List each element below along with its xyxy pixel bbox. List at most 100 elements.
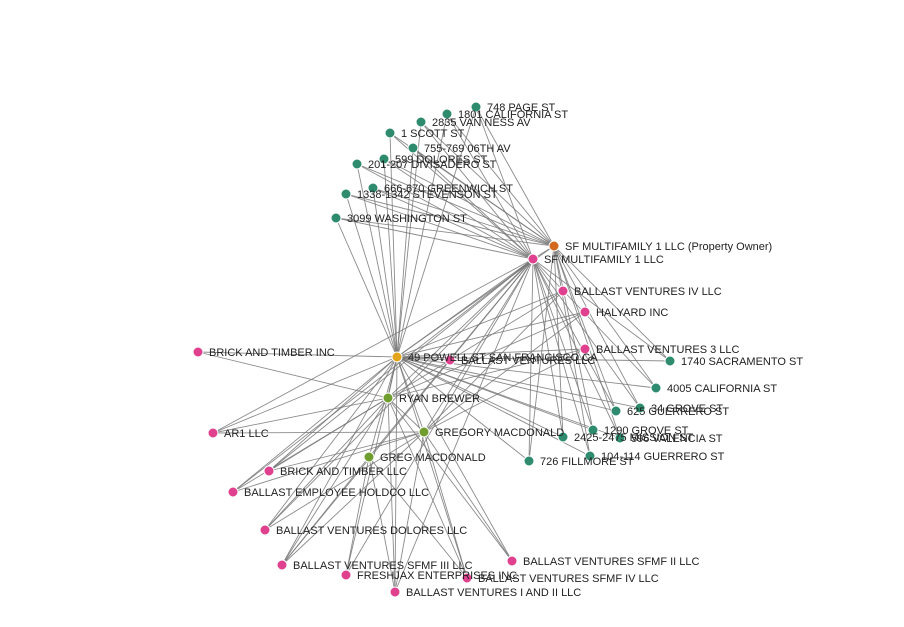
edge-hub-p755 [396, 147, 414, 358]
edge-sfm-p1290 [532, 258, 594, 431]
node-label-p596: 596 VALENCIA ST [631, 433, 723, 445]
edge-owner-p34 [553, 245, 641, 409]
node-p748[interactable] [470, 101, 482, 113]
edge-hub-p748 [396, 106, 477, 358]
edge-owner-p596 [553, 245, 621, 439]
edge-sfm-bvdol [264, 258, 534, 531]
node-label-gmac2: GREG MACDONALD [380, 452, 486, 464]
edge-owner-p3099 [335, 217, 555, 247]
edge-ryan-bv3 [387, 348, 586, 399]
node-bvmid[interactable] [444, 354, 456, 366]
node-p2425[interactable] [557, 431, 569, 443]
node-label-bvdol: BALLAST VENTURES DOLORES LLC [276, 525, 467, 537]
edge-owner-p4005 [553, 245, 657, 389]
node-p625[interactable] [610, 405, 622, 417]
edge-ryan-bvs3 [281, 397, 389, 566]
node-bv4[interactable] [557, 285, 569, 297]
edge-sfm-p1740 [532, 258, 671, 362]
edge-owner-p1290 [553, 245, 594, 431]
node-label-p755: 755-769 06TH AV [424, 143, 511, 155]
edge-sfm-p625 [532, 258, 617, 412]
edge-hub-p726 [396, 356, 530, 462]
edge-gmac2-fresh [345, 456, 370, 576]
edge-gmac1-btllc [268, 431, 425, 472]
node-label-bvmid: BALLAST VENTURES LLC [461, 355, 595, 367]
node-p3099[interactable] [330, 212, 342, 224]
node-bvs2[interactable] [506, 555, 518, 567]
edge-ryan-bt [197, 351, 389, 399]
edge-hub-p104 [396, 356, 591, 457]
node-p1290[interactable] [587, 424, 599, 436]
node-label-p1801: 1801 CALIFORNIA ST [458, 109, 568, 121]
node-label-p666: 666-670 GREENWICH ST [384, 183, 513, 195]
node-ar1[interactable] [207, 427, 219, 439]
node-sfm[interactable] [527, 253, 539, 265]
node-behold[interactable] [227, 486, 239, 498]
node-bvdol[interactable] [259, 524, 271, 536]
edge-hub-behold [232, 356, 398, 493]
node-bt[interactable] [192, 346, 204, 358]
node-owner[interactable] [548, 240, 560, 252]
node-label-sfm: SF MULTIFAMILY 1 LLC [544, 254, 664, 266]
edge-ryan-gmac1 [387, 397, 425, 433]
node-label-bv12: BALLAST VENTURES I AND II LLC [406, 587, 581, 599]
node-label-p34: 34 GROVE ST [651, 403, 723, 415]
node-label-p625: 625 GUERRERO ST [627, 406, 729, 418]
node-p34[interactable] [634, 402, 646, 414]
edge-hub-p201 [356, 163, 398, 358]
edge-ryan-bv4 [387, 290, 564, 399]
node-label-gmac1: GREGORY MACDONALD [435, 427, 564, 439]
node-p726[interactable] [523, 455, 535, 467]
edge-gmac1-bv12 [394, 431, 425, 593]
edge-ryan-halyard [387, 311, 586, 399]
edge-hub-bvs4 [396, 356, 468, 579]
node-label-owner: SF MULTIFAMILY 1 LLC (Property Owner) [565, 241, 772, 253]
node-pdol[interactable] [378, 153, 390, 165]
edge-hub-p1801 [396, 113, 448, 358]
node-label-pdol: 599 DOLORES ST [395, 154, 488, 166]
node-p1338[interactable] [340, 188, 352, 200]
node-label-bvs2: BALLAST VENTURES SFMF II LLC [523, 556, 700, 568]
node-p1scott[interactable] [384, 127, 396, 139]
edge-sfm-p2835 [420, 121, 534, 260]
edge-hub-gmac2 [368, 356, 398, 458]
node-label-p1338: 1338-1342 STEVENSON ST [357, 189, 498, 201]
edge-hub-pdol [383, 158, 398, 358]
node-p755[interactable] [407, 142, 419, 154]
node-label-bvs3: BALLAST VENTURES SFMF III LLC [293, 560, 473, 572]
edge-ryan-bvdol [264, 397, 389, 531]
edge-owner-p2425 [553, 245, 564, 438]
edge-hub-p625 [396, 356, 617, 412]
node-p1740[interactable] [664, 355, 676, 367]
node-btllc[interactable] [263, 465, 275, 477]
node-p666[interactable] [367, 182, 379, 194]
edge-sfm-p726 [528, 258, 534, 462]
node-label-p104: 104-114 GUERRERO ST [601, 451, 725, 463]
edge-owner-p201 [356, 163, 555, 247]
node-p201[interactable] [351, 158, 363, 170]
node-label-ar1: AR1 LLC [224, 428, 269, 440]
node-p1801[interactable] [441, 108, 453, 120]
edge-hub-p3099 [335, 217, 398, 358]
edge-owner-p666 [372, 187, 555, 247]
node-bv3[interactable] [579, 343, 591, 355]
edge-sfm-fresh [345, 258, 534, 576]
node-bv12[interactable] [389, 586, 401, 598]
node-label-p748: 748 PAGE ST [487, 102, 556, 114]
node-label-p726: 726 FILLMORE ST [540, 456, 634, 468]
node-hub[interactable] [391, 351, 403, 363]
node-p596[interactable] [614, 432, 626, 444]
node-gmac2[interactable] [363, 451, 375, 463]
node-bvs3[interactable] [276, 559, 288, 571]
edge-gmac2-bvs3 [281, 456, 370, 566]
node-p104[interactable] [584, 450, 596, 462]
node-bvs4[interactable] [461, 572, 473, 584]
node-fresh[interactable] [340, 569, 352, 581]
node-label-behold: BALLAST EMPLOYEE HOLDCO LLC [244, 487, 429, 499]
edge-sfm-bv12 [394, 258, 534, 593]
node-p4005[interactable] [650, 382, 662, 394]
node-gmac1[interactable] [418, 426, 430, 438]
node-halyard[interactable] [579, 306, 591, 318]
node-ryan[interactable] [382, 392, 394, 404]
node-p2835[interactable] [415, 116, 427, 128]
